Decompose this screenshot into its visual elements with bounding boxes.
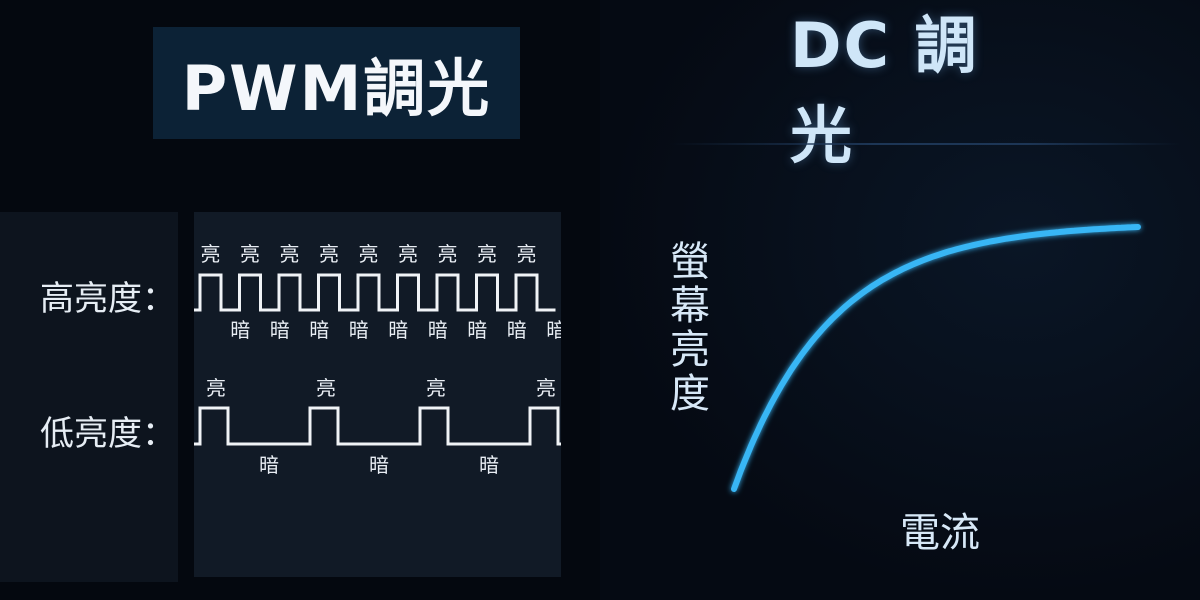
pwm-waveform-svg <box>194 273 561 446</box>
pwm-title: PWM調光 <box>181 52 492 125</box>
high-brightness-label: 高亮度： <box>40 279 176 319</box>
low-dark-label: 暗 <box>479 453 499 477</box>
low-bright-label: 亮 <box>426 376 446 400</box>
low-bright-label: 亮 <box>206 376 226 400</box>
low-bright-label: 亮 <box>316 376 336 400</box>
pwm-title-box: PWM調光 <box>153 27 520 139</box>
dc-title: DC 調光 <box>790 9 979 172</box>
high-dark-label: 暗 <box>309 318 330 342</box>
low-brightness-waveform <box>194 406 561 446</box>
high-bright-label: 亮 <box>516 242 537 266</box>
high-bright-label: 亮 <box>240 242 260 266</box>
high-dark-label: 暗 <box>467 318 488 342</box>
low-brightness-label: 低亮度： <box>40 414 176 454</box>
high-dark-label: 暗 <box>269 318 290 342</box>
low-dark-label: 暗 <box>259 453 279 477</box>
dc-title-divider <box>670 143 1180 145</box>
high-dark-label: 暗 <box>388 318 409 342</box>
high-dark-label: 暗 <box>506 318 527 342</box>
dc-y-axis-label: 螢幕亮度 <box>670 239 710 417</box>
high-bright-label: 亮 <box>477 242 497 266</box>
high-brightness-waveform <box>194 273 556 312</box>
high-dark-label: 暗 <box>546 318 561 342</box>
high-dark-label: 暗 <box>427 318 448 342</box>
high-bright-label: 亮 <box>200 242 221 266</box>
low-bright-label: 亮 <box>536 376 556 400</box>
low-dark-label: 暗 <box>369 453 389 477</box>
high-bright-label: 亮 <box>358 242 379 266</box>
pwm-waveform-panel: 亮暗亮暗亮暗亮暗亮暗亮暗亮暗亮暗亮暗亮暗亮暗亮暗亮 <box>194 212 561 577</box>
dc-x-axis-label: 電流 <box>900 510 980 556</box>
high-bright-label: 亮 <box>319 242 339 266</box>
pwm-label-panel <box>0 212 178 582</box>
high-dark-label: 暗 <box>230 318 251 342</box>
high-bright-label: 亮 <box>398 242 418 266</box>
high-bright-label: 亮 <box>279 242 300 266</box>
high-bright-label: 亮 <box>437 242 458 266</box>
high-dark-label: 暗 <box>348 318 369 342</box>
